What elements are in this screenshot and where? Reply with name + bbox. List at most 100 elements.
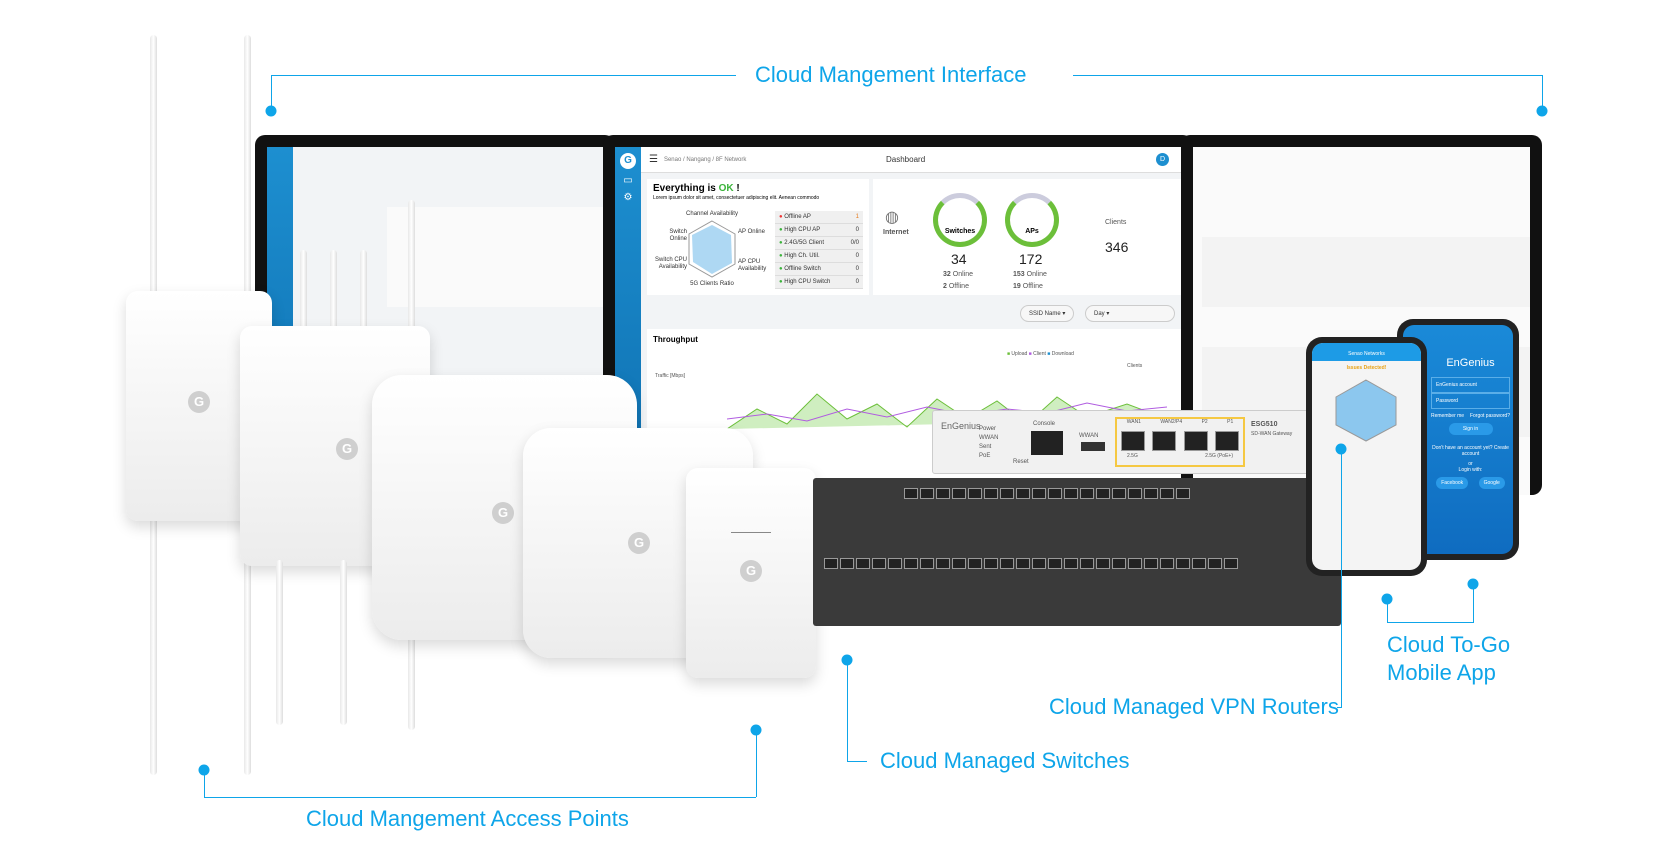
- google-login-button[interactable]: Google: [1478, 477, 1505, 489]
- login-with-text: Login with:: [1458, 467, 1483, 473]
- account-input[interactable]: EnGenius account: [1431, 377, 1510, 393]
- alert-item[interactable]: ● High Ch. Util.0: [775, 250, 863, 263]
- app-brand: EnGenius: [1446, 357, 1495, 369]
- callout-line: [1473, 584, 1474, 623]
- radar-shape: [688, 220, 736, 278]
- password-input[interactable]: Password: [1431, 393, 1510, 409]
- device-table: [387, 207, 603, 307]
- callout-line: [1387, 622, 1473, 623]
- wwan-label: WWAN: [1079, 433, 1099, 439]
- status-heading: Everything is OK !: [653, 183, 740, 194]
- engenius-logo-icon: G: [740, 560, 762, 582]
- callout-line: [271, 75, 272, 111]
- clients-label: Clients: [1105, 219, 1127, 226]
- legend: ■ Upload ■ Client ■ Download: [1007, 351, 1074, 357]
- aps-total: 172: [1019, 251, 1043, 267]
- topology-card: Internet ◍ Switches APs 34 32 Online 2 O…: [873, 179, 1181, 295]
- console-label: Console: [1033, 421, 1056, 427]
- throughput-title: Throughput: [653, 335, 698, 344]
- internet-label: Internet: [883, 229, 909, 236]
- remember-me-checkbox[interactable]: Remember me: [1431, 413, 1465, 419]
- reset-button: Reset: [1013, 459, 1029, 465]
- facebook-login-button[interactable]: Facebook: [1436, 477, 1469, 489]
- radar-label: AP CPU Availability: [738, 259, 767, 272]
- forgot-password-link[interactable]: Forgot password?: [1469, 413, 1510, 419]
- callout-line: [1337, 707, 1342, 708]
- engenius-logo-icon: G: [188, 391, 210, 413]
- aps-ring[interactable]: APs: [1005, 193, 1059, 247]
- callout-line: [847, 761, 867, 762]
- callout-dot: [1536, 105, 1548, 117]
- avatar[interactable]: D: [1156, 153, 1169, 166]
- antenna: [340, 560, 347, 725]
- switches-total: 34: [951, 251, 967, 267]
- app-header: Senao Networks: [1312, 343, 1421, 361]
- callout-dot: [265, 105, 277, 117]
- gear-icon[interactable]: ⚙: [623, 192, 633, 203]
- switches-offline: 2 Offline: [943, 283, 969, 290]
- phone-dashboard: Senao Networks Issues Detected!: [1306, 337, 1427, 576]
- callout-dot: [1467, 578, 1479, 590]
- clients-total: 346: [1105, 239, 1129, 255]
- callout-line: [1341, 449, 1342, 707]
- radar-label: AP Online: [738, 229, 765, 235]
- callout-dot: [1381, 593, 1393, 605]
- period-filter-dropdown[interactable]: Day ▾: [1085, 305, 1175, 322]
- label-mobile-app-line1: Cloud To-Go: [1387, 632, 1511, 657]
- console-port: [1031, 431, 1063, 455]
- switches-ring[interactable]: Switches: [933, 193, 987, 247]
- engenius-logo-icon: G: [620, 153, 636, 169]
- network-switch: [813, 478, 1341, 626]
- port-block: [903, 486, 1331, 506]
- usb-port: [1081, 442, 1105, 451]
- or-text: or: [1468, 461, 1473, 467]
- callout-line: [204, 770, 205, 797]
- issues-banner: Issues Detected!: [1346, 365, 1387, 371]
- router-brand: EnGenius: [941, 421, 981, 431]
- monitor-icon[interactable]: ▭: [623, 175, 633, 186]
- callout-line: [1542, 75, 1543, 111]
- aps-online: 153 Online: [1013, 271, 1047, 278]
- port-block: [823, 556, 1331, 576]
- radar-area: [692, 225, 732, 274]
- radar-label: Switch CPU Availability: [654, 257, 687, 270]
- switches-online: 32 Online: [943, 271, 973, 278]
- callout-line: [204, 797, 756, 798]
- engenius-logo-icon: G: [492, 502, 514, 524]
- menu-icon[interactable]: ☰: [649, 154, 658, 165]
- label-cloud-management-interface: Cloud Mangement Interface: [755, 62, 1027, 87]
- label-cloud-management-access-points: Cloud Mangement Access Points: [306, 806, 629, 831]
- sign-in-button[interactable]: Sign in: [1448, 423, 1493, 435]
- antenna: [276, 560, 283, 725]
- globe-icon: ◍: [885, 209, 899, 226]
- label-mobile-app-line2: Mobile App: [1387, 660, 1496, 685]
- right-axis-label: Clients: [1127, 363, 1143, 369]
- breadcrumb[interactable]: Senao / Nangang / 8F Network: [663, 156, 747, 163]
- status-description: Lorem ipsum dolor sit amet, consectetuer…: [653, 195, 820, 201]
- callout-line: [271, 75, 736, 76]
- signup-link[interactable]: Don't have an account yet? Create accoun…: [1432, 445, 1509, 457]
- callout-dot: [750, 724, 762, 736]
- ssid-filter-dropdown[interactable]: SSID Name ▾: [1020, 305, 1075, 322]
- antenna: [360, 250, 367, 330]
- callout-line: [1387, 599, 1388, 623]
- login-form: EnGenius EnGenius account Password Remem…: [1431, 325, 1510, 489]
- status-card: Everything is OK ! Lorem ipsum dolor sit…: [647, 179, 869, 295]
- label-cloud-managed-vpn-routers: Cloud Managed VPN Routers: [1049, 694, 1339, 719]
- engenius-logo-icon: G: [628, 532, 650, 554]
- callout-line: [847, 660, 848, 761]
- callout-dot: [1335, 443, 1347, 455]
- callout-dot: [198, 764, 210, 776]
- page-title: Dashboard: [886, 155, 926, 164]
- radar-label: 5G Clients Ratio: [690, 281, 734, 287]
- radar-label: Channel Availability: [686, 211, 738, 217]
- callout-line: [756, 730, 757, 797]
